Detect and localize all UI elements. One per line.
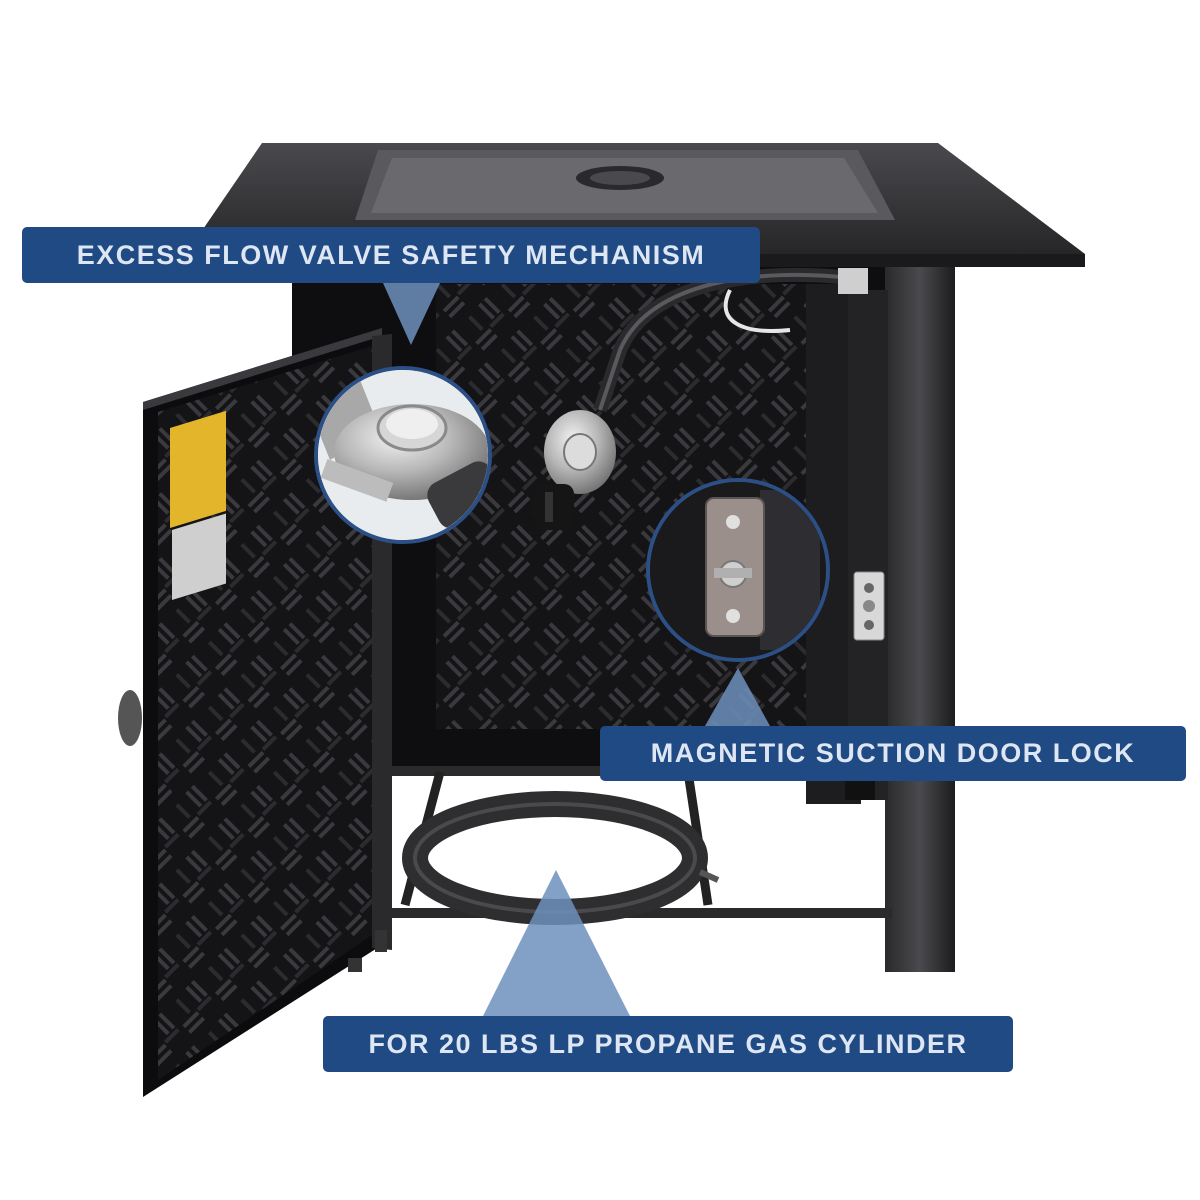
table-top — [186, 143, 1085, 267]
cylinder-label-text: FOR 20 LBS LP PROPANE GAS CYLINDER — [368, 1028, 968, 1059]
valve-label-banner: EXCESS FLOW VALVE SAFETY MECHANISM — [22, 227, 760, 283]
lock-label-banner: MAGNETIC SUCTION DOOR LOCK — [600, 726, 1186, 781]
lock-pointer — [705, 668, 770, 726]
valve-pointer — [383, 283, 440, 345]
gas-hose — [593, 267, 868, 413]
side-latch — [853, 571, 885, 641]
valve-label-text: EXCESS FLOW VALVE SAFETY MECHANISM — [76, 239, 706, 270]
regulator-closeup — [314, 366, 492, 544]
side-panel — [848, 290, 888, 800]
regulator — [534, 410, 616, 530]
lock-label-text: MAGNETIC SUCTION DOOR LOCK — [650, 738, 1136, 768]
cylinder-label-banner: FOR 20 LBS LP PROPANE GAS CYLINDER — [323, 1016, 1013, 1072]
door-latch-closeup — [646, 478, 830, 662]
right-leg — [885, 267, 955, 972]
cylinder-pointer — [483, 870, 630, 1016]
